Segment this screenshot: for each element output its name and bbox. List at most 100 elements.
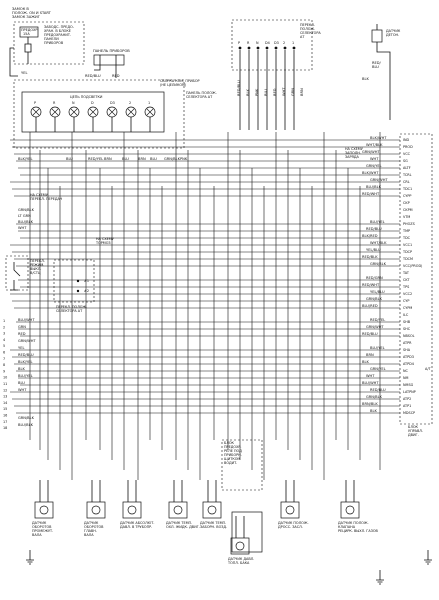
left-number-13: 13 xyxy=(3,395,7,399)
left-number-12: 12 xyxy=(3,388,7,392)
relay-label-4: ЩИТКОМ xyxy=(224,457,240,461)
left-number-8: 8 xyxy=(3,363,5,367)
lamp-filament-0 xyxy=(32,108,40,116)
sensor-label-1-0: ДАТЧИК xyxy=(84,521,99,525)
left-lower-label-1: GRN xyxy=(18,325,26,329)
sensor-coil-0 xyxy=(39,505,49,515)
harness-wire-label-16: RED/GRN xyxy=(366,276,383,280)
sensor-lead-2 xyxy=(127,480,137,502)
harness-wire-label-20: BLU/RED xyxy=(362,304,378,308)
yel-feed-label: YEL xyxy=(21,71,27,75)
sensor-1 xyxy=(86,501,106,519)
ecu-pin-tdc: TDC xyxy=(402,236,411,240)
note-left-2: ПЕРЕКЛ. ПЕРЕДАЧ xyxy=(30,197,62,201)
ecu-pin-mdscp: MDSCP xyxy=(403,411,415,415)
selector-pin-6 xyxy=(292,46,296,50)
ecu-pin-atp1: ATP1 xyxy=(403,404,411,408)
selector-switch-2: ПОЛОЖ. xyxy=(300,27,315,31)
left-number-18: 18 xyxy=(3,426,7,430)
harness-wire-label-6: GRN/WHT xyxy=(370,178,388,182)
left-lower-label-7: BLK xyxy=(18,367,25,371)
left-lower-label-10: WHT xyxy=(18,388,27,392)
selector-lower-contact-1 xyxy=(76,279,80,283)
ground-icon-0 xyxy=(26,550,34,565)
harness-wire-label-13: YEL/BLU xyxy=(366,248,381,252)
ecu-pin-ckt: CKT xyxy=(403,278,410,282)
left-lower-label-0: BLU/WHT xyxy=(18,318,35,322)
ecu-pin-sha: SHA xyxy=(403,348,411,352)
ignition-label-3: ЗАМОК ЗАЖИГ xyxy=(12,15,40,19)
knock-wire-2: BLU xyxy=(372,65,379,69)
ecu-side-label: A/T xyxy=(425,367,431,371)
ecu-pin-tdc1: TDC1 xyxy=(402,187,412,191)
selector-lower-2: СЕЛЕКТОРА АТ xyxy=(56,309,83,313)
left-lower-label-2: RED xyxy=(18,332,26,336)
selector-wire-label-6: GRN xyxy=(291,88,295,96)
ground-icon-2 xyxy=(424,550,432,565)
selector-pin-label-2: N xyxy=(256,41,259,45)
sensor-lead-5 xyxy=(235,516,245,538)
selector-pin-label-3: D4 xyxy=(265,41,270,45)
sensor-label-4-0: ДАТЧИК ТЕМП. xyxy=(200,521,226,525)
relay-label-3: ПРИБОРН. xyxy=(224,453,242,457)
selector-wire-label-5: WHT xyxy=(282,87,286,96)
fuel-sensor-box xyxy=(231,511,263,553)
harness-wire-label-21: RED/YEL xyxy=(370,318,385,322)
ecu-pins: INDPRODVCCSGALTFTCRLCRLTDC1CYPPCKPCKPMVT… xyxy=(402,138,423,415)
sensor-label-1-2: ГЛАВН. xyxy=(84,529,97,533)
lamp-label-6: 1 xyxy=(148,101,150,105)
sensor-coil-1 xyxy=(91,505,101,515)
selector-pin-label-6: 1 xyxy=(292,41,294,45)
left-number-14: 14 xyxy=(3,401,7,405)
harness-wire-label-29: BLU/WHT xyxy=(362,381,379,385)
harness-wire-label-9: BLU/YEL xyxy=(370,220,385,224)
left-lower-label-9: BLU xyxy=(18,381,25,385)
fuse-box-small xyxy=(19,26,39,38)
note-left-1: НА СХЕМУ xyxy=(30,193,49,197)
sensor-lead-4 xyxy=(207,480,217,502)
ecu-pin-tmp: TMP xyxy=(402,229,410,233)
ecu-outline xyxy=(399,133,433,425)
selector-lower-contact-2 xyxy=(76,289,80,293)
selector-wire-label-7: BRN xyxy=(300,88,304,96)
ecu-pin-tcrl: TCRL xyxy=(402,173,412,177)
left-lower-label-4: YEL xyxy=(18,346,24,350)
selector-pin-3 xyxy=(265,46,269,50)
left-number-5: 5 xyxy=(3,344,5,348)
sensor-label-0-0: ДАТЧИК xyxy=(32,521,47,525)
knock-wire-3: BLK xyxy=(362,77,369,81)
panel-label: ПАНЕЛЬ ПРИБОРОВ xyxy=(93,49,130,53)
left-wire-label-3: WHT xyxy=(18,226,27,230)
harness-wire-label-7: BLU/BLK xyxy=(366,185,382,189)
cluster-wire-label-2: RED/YEL xyxy=(88,157,103,161)
wires: BLK/WHTWHT/BLKGRN/WHTWHTGRN/YELBLK/WHTGR… xyxy=(10,80,432,585)
selector-wire-label-4: RED xyxy=(273,88,277,96)
harness-wire-label-3: WHT xyxy=(370,157,379,161)
left-lower-label-12: BLU/BLK xyxy=(18,423,34,427)
cluster-wire-label-3: BRN xyxy=(104,157,112,161)
ecu-pin-vccprod: VCC(PROD) xyxy=(403,264,423,268)
harness-wire-label-23: RED/BLU xyxy=(362,332,378,336)
lamp-label-4: D3 xyxy=(110,101,115,105)
harness-wire-label-14: RED/BLK xyxy=(362,255,378,259)
sensor-lead-7 xyxy=(345,480,355,502)
ecu-pin-nm: NM xyxy=(403,376,409,380)
ecu-pin-ind: IND xyxy=(403,138,410,142)
harness-wire-label-25: BRN xyxy=(366,353,374,357)
harness-wire-label-1: WHT/BLK xyxy=(366,143,383,147)
left-number-16: 16 xyxy=(3,414,7,418)
ecu-pin-altf: ALTF xyxy=(403,166,411,170)
selector-switch-4: АТ xyxy=(300,35,305,39)
red-blu-label: RED/BLU xyxy=(85,74,101,78)
left-wire-label-2: BLU/BLK xyxy=(18,220,34,224)
left-number-11: 11 xyxy=(3,382,7,386)
ecu-pin-phozs: PHOZS xyxy=(403,222,415,226)
ecu-pin-ckp: CKP xyxy=(403,201,410,205)
note-brake-1: НА СХЕМУ xyxy=(96,237,115,241)
ignition-label-1: ЗАМОК В xyxy=(12,7,29,11)
sensor-label-1-3: ВАЛА xyxy=(84,533,94,537)
sensor-6 xyxy=(280,501,300,519)
